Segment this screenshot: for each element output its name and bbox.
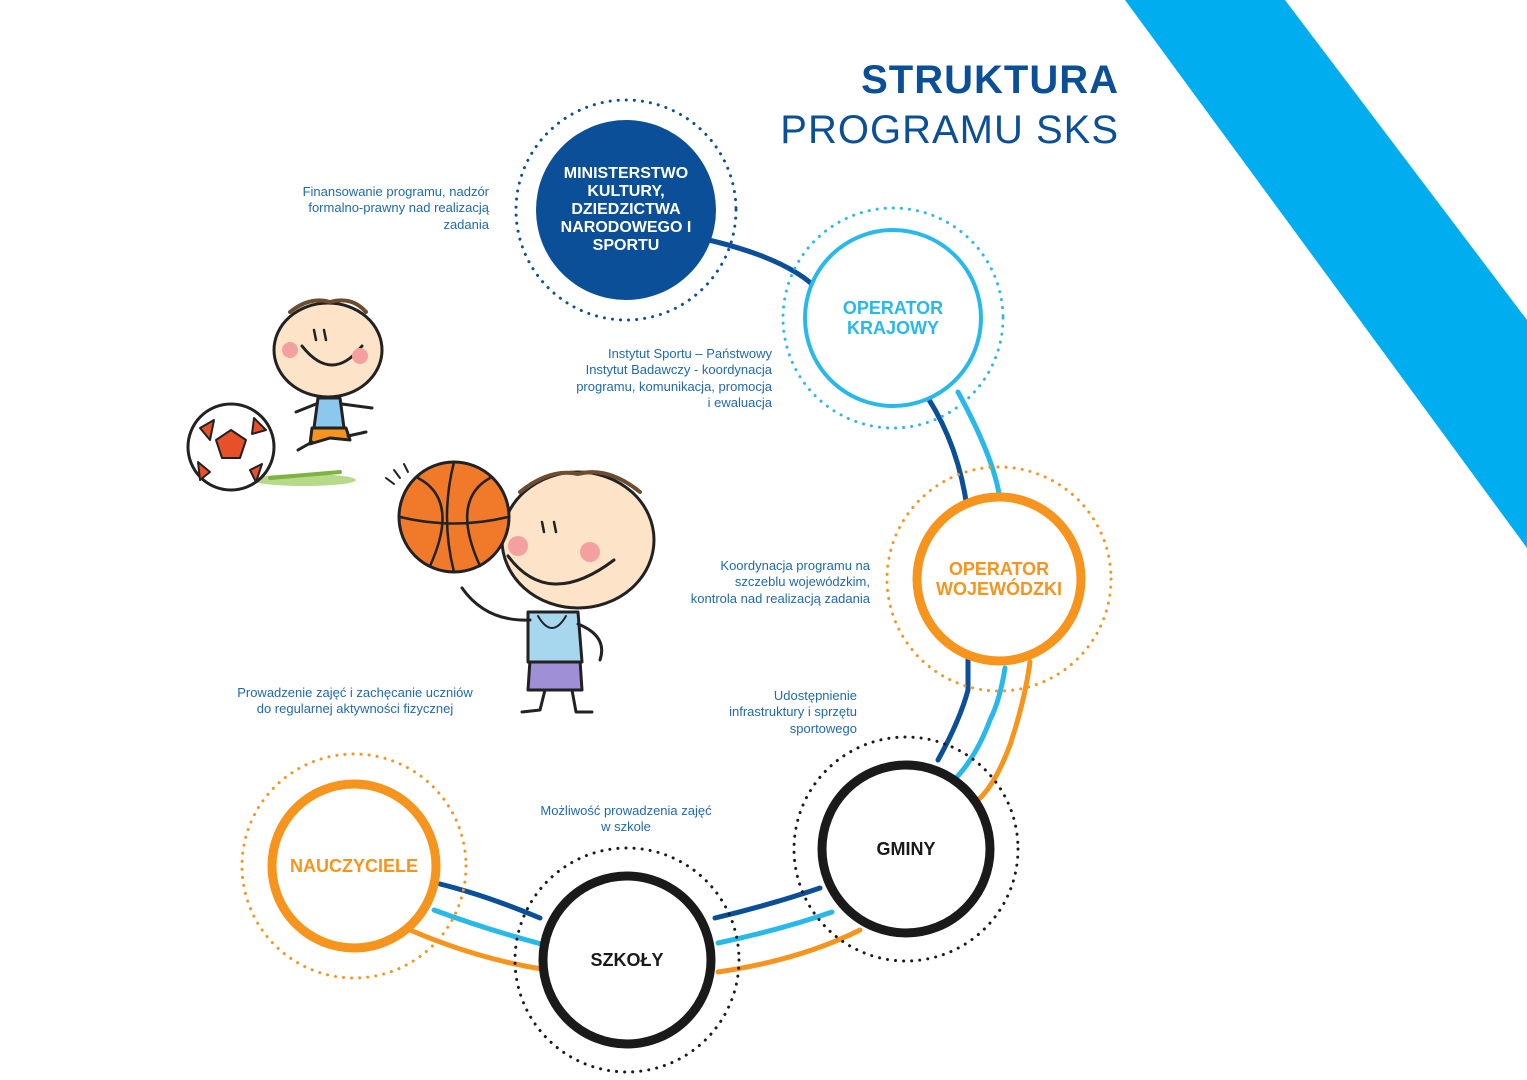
desc-schools: Możliwość prowadzenia zajęć w szkole xyxy=(540,803,712,835)
connector-light-blue xyxy=(431,389,1008,948)
node-national-operator xyxy=(781,206,1005,430)
desc-ministry: Finansowanie programu, nadzór formalno-p… xyxy=(302,184,489,232)
node-ministry xyxy=(514,98,738,322)
node-schools xyxy=(513,846,741,1074)
desc-regional-operator: Koordynacja programu na szczeblu wojewód… xyxy=(690,558,870,606)
title-line-2: PROGRAMU SKS xyxy=(780,108,1119,152)
node-label-ministry: MINISTERSTWO KULTURY, DZIEDZICTWA NARODO… xyxy=(560,165,692,254)
corner-stripe xyxy=(1125,0,1527,548)
node-teachers xyxy=(240,752,468,980)
child-with-football-illustration xyxy=(186,298,384,492)
node-label-municipalities: GMINY xyxy=(876,838,936,859)
node-label-national-operator: OPERATOR KRAJOWY xyxy=(842,297,944,338)
child-with-basketball-illustration xyxy=(385,460,656,714)
connector-orange xyxy=(407,659,1033,975)
desc-teachers: Prowadzenie zajęć i zachęcanie uczniów d… xyxy=(237,685,473,717)
node-label-teachers: NAUCZYCIELE xyxy=(289,855,418,876)
title-line-1: STRUKTURA xyxy=(861,58,1119,102)
node-municipalities xyxy=(792,735,1020,963)
node-label-schools: SZKOŁY xyxy=(590,949,664,970)
desc-national-operator: Instytut Sportu – Państwowy Instytut Bad… xyxy=(576,346,772,410)
node-label-regional-operator: OPERATOR WOJEWÓDZKI xyxy=(936,558,1062,599)
desc-municipalities: Udostępnienie infrastruktury i sprzętu s… xyxy=(729,688,857,736)
node-regional-operator xyxy=(885,465,1113,693)
